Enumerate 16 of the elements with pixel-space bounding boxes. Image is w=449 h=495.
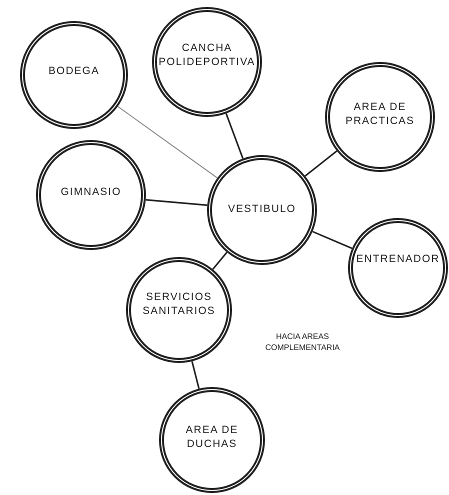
room-label: BODEGA xyxy=(48,65,100,79)
room-label: SERVICIOS SANITARIOS xyxy=(142,291,216,319)
note-text: HACIA AREAS COMPLEMENTARIA xyxy=(264,332,341,354)
connector-line xyxy=(312,230,352,250)
room-label: GIMNASIO xyxy=(60,186,122,200)
room-label: VESTIBULO xyxy=(228,203,296,217)
room-label: CANCHA POLIDEPORTIVA xyxy=(158,42,256,70)
connector-line xyxy=(117,106,218,178)
connector-line xyxy=(191,361,200,389)
connector-line xyxy=(225,113,244,159)
room-label: AREA DE PRACTICAS xyxy=(344,101,416,129)
connector-line xyxy=(304,150,338,177)
connector-line xyxy=(212,252,228,270)
room-label: ENTRENADOR xyxy=(356,253,440,267)
room-label: AREA DE DUCHAS xyxy=(184,424,240,452)
connector-line xyxy=(146,199,208,206)
